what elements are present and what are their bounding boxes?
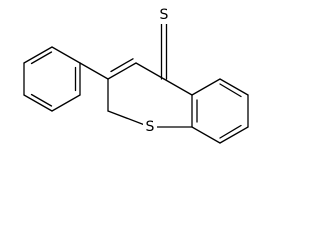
atom-ring-sulfur: S xyxy=(143,118,157,136)
phenyl-ring xyxy=(23,46,81,112)
atom-label-s-thione: S xyxy=(160,7,169,23)
bond-c2-c3 xyxy=(107,62,137,80)
bond-phenyl-c2 xyxy=(79,62,109,80)
atom-label-s-ring: S xyxy=(146,119,155,135)
bond xyxy=(23,46,53,64)
double-bond-inner xyxy=(219,83,242,98)
bond xyxy=(219,78,249,96)
bond xyxy=(219,126,249,144)
bond xyxy=(51,46,81,64)
double-bond-c2-c3-inner xyxy=(110,58,134,73)
bond xyxy=(191,126,221,144)
bond-c4-c4a xyxy=(163,78,193,96)
thiopyran-ring xyxy=(107,58,193,128)
bond-c3-c4 xyxy=(135,62,165,80)
bond xyxy=(23,94,53,112)
double-bond-inner xyxy=(30,51,53,65)
thioflavone-structure-diagram: S S xyxy=(23,6,249,144)
bond xyxy=(51,94,81,112)
benzo-ring xyxy=(191,78,249,144)
double-bond-inner xyxy=(30,93,53,107)
atom-thione-sulfur: S xyxy=(157,6,171,24)
bond xyxy=(191,78,221,96)
double-bond-inner xyxy=(219,124,242,139)
